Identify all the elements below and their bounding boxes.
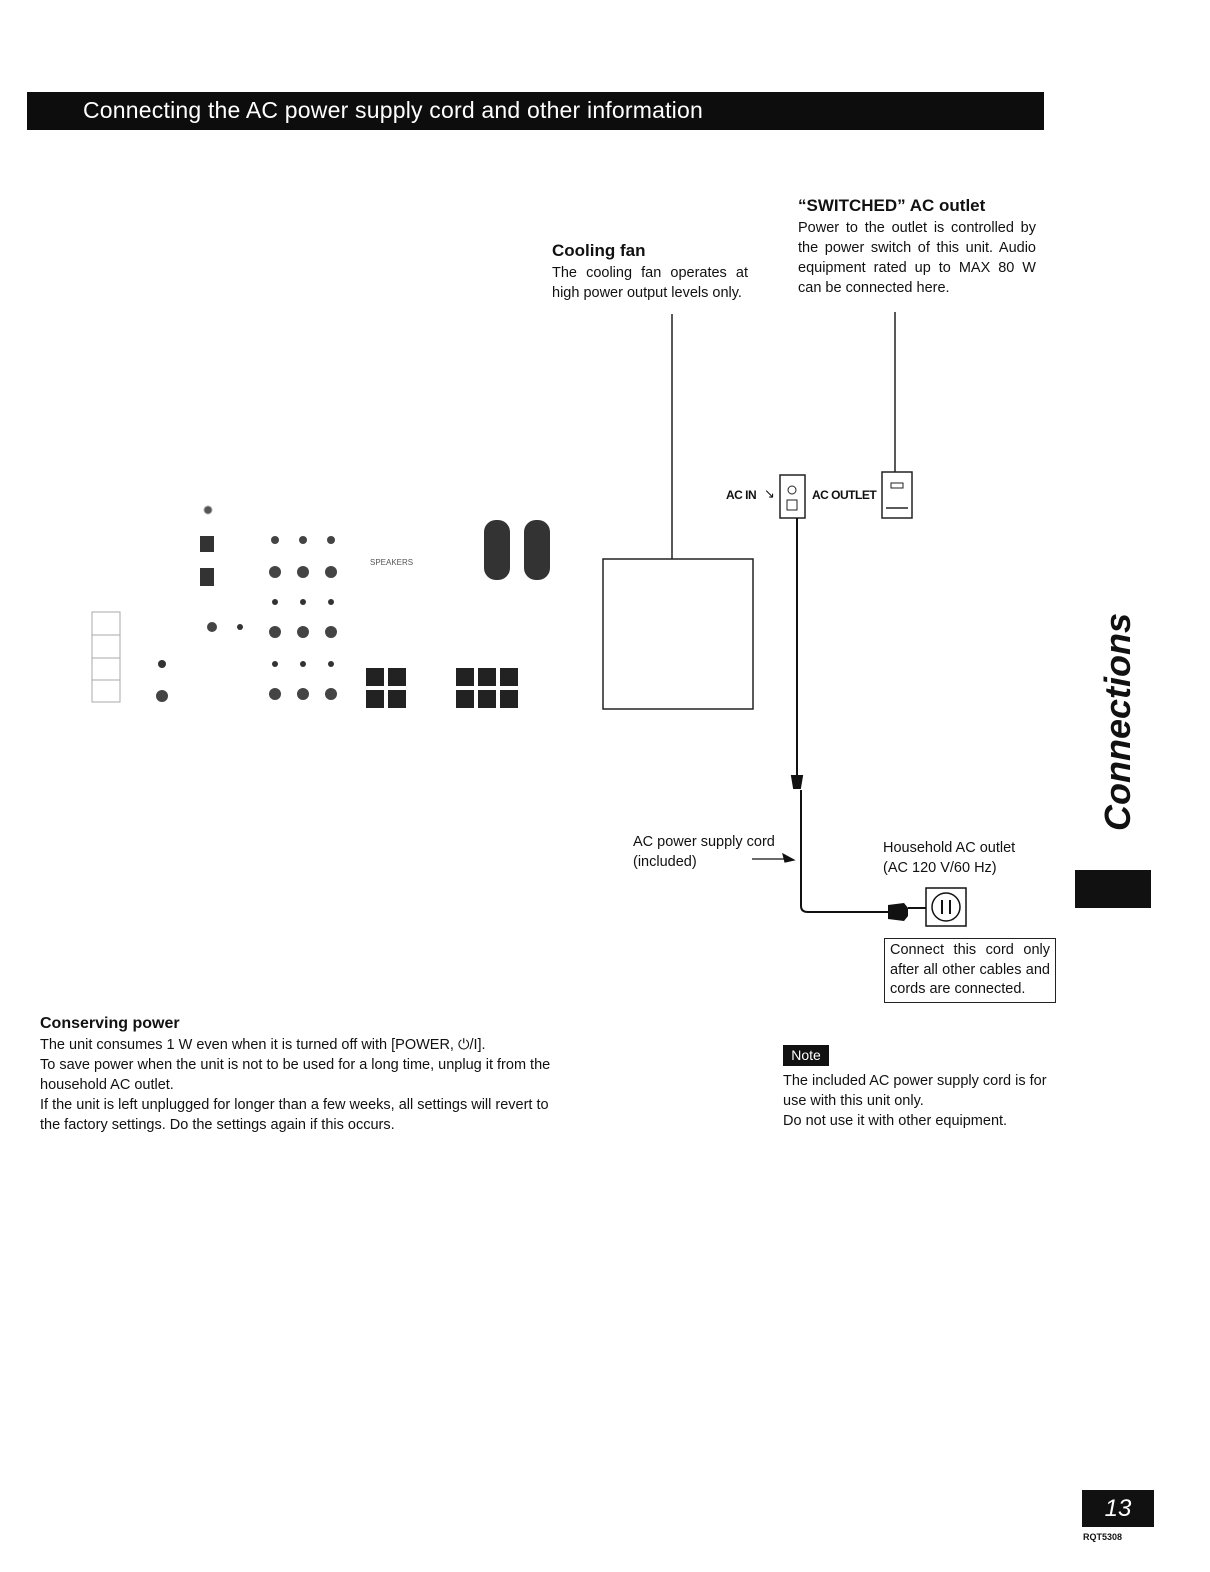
note-badge: Note <box>783 1045 829 1066</box>
side-tab-label: Connections <box>1097 612 1138 832</box>
household-outlet-icon <box>925 887 967 927</box>
conserving-power-title: Conserving power <box>40 1015 180 1032</box>
ac-in-label: AC IN <box>726 488 757 502</box>
note-line: Do not use it with other equipment. <box>783 1113 1008 1129</box>
ac-in-socket-icon <box>779 474 806 519</box>
cooling-fan-title: Cooling fan <box>552 241 646 260</box>
conserving-power-line: To save power when the unit is not to be… <box>40 1057 551 1093</box>
power-cord-label: AC power supply cord (included) <box>633 834 775 870</box>
section-header: Connecting the AC power supply cord and … <box>27 92 1044 130</box>
ac-in-arrow-icon: ↘ <box>764 486 775 501</box>
side-tab-marker <box>1075 870 1151 908</box>
note-line: The included AC power supply cord is for… <box>783 1073 1047 1109</box>
ac-outlet-label: AC OUTLET <box>812 488 877 502</box>
rear-panel-illustration <box>91 505 550 708</box>
power-cord <box>790 518 888 913</box>
ac-outlet-socket-icon <box>881 471 913 519</box>
conserving-power-block: Conserving power The unit consumes 1 W e… <box>40 1015 562 1135</box>
conserving-power-line: The unit consumes 1 W even when it is tu… <box>40 1037 486 1053</box>
switched-outlet-title: “SWITCHED” AC outlet <box>798 196 986 215</box>
household-outlet-label: Household AC outlet (AC 120 V/60 Hz) <box>883 840 1016 876</box>
page-number: 13 <box>1082 1490 1154 1527</box>
section-title: Connecting the AC power supply cord and … <box>83 97 703 123</box>
cooling-fan-box <box>602 558 754 710</box>
speakers-label: SPEAKERS <box>370 558 414 567</box>
plug-icon <box>888 903 926 921</box>
connect-order-note: Connect this cord only after all other c… <box>884 938 1056 1003</box>
switched-outlet-text: Power to the outlet is controlled by the… <box>798 220 1036 296</box>
switched-outlet-block: “SWITCHED” AC outlet Power to the outlet… <box>798 196 1036 298</box>
cooling-fan-text: The cooling fan operates at high power o… <box>552 265 748 301</box>
note-block: The included AC power supply cord is for… <box>783 1071 1059 1131</box>
cooling-fan-block: Cooling fan The cooling fan operates at … <box>552 241 748 303</box>
model-code: RQT5308 <box>1083 1532 1123 1542</box>
conserving-power-line: If the unit is left unplugged for longer… <box>40 1097 549 1133</box>
cord-label-arrow <box>752 852 796 863</box>
